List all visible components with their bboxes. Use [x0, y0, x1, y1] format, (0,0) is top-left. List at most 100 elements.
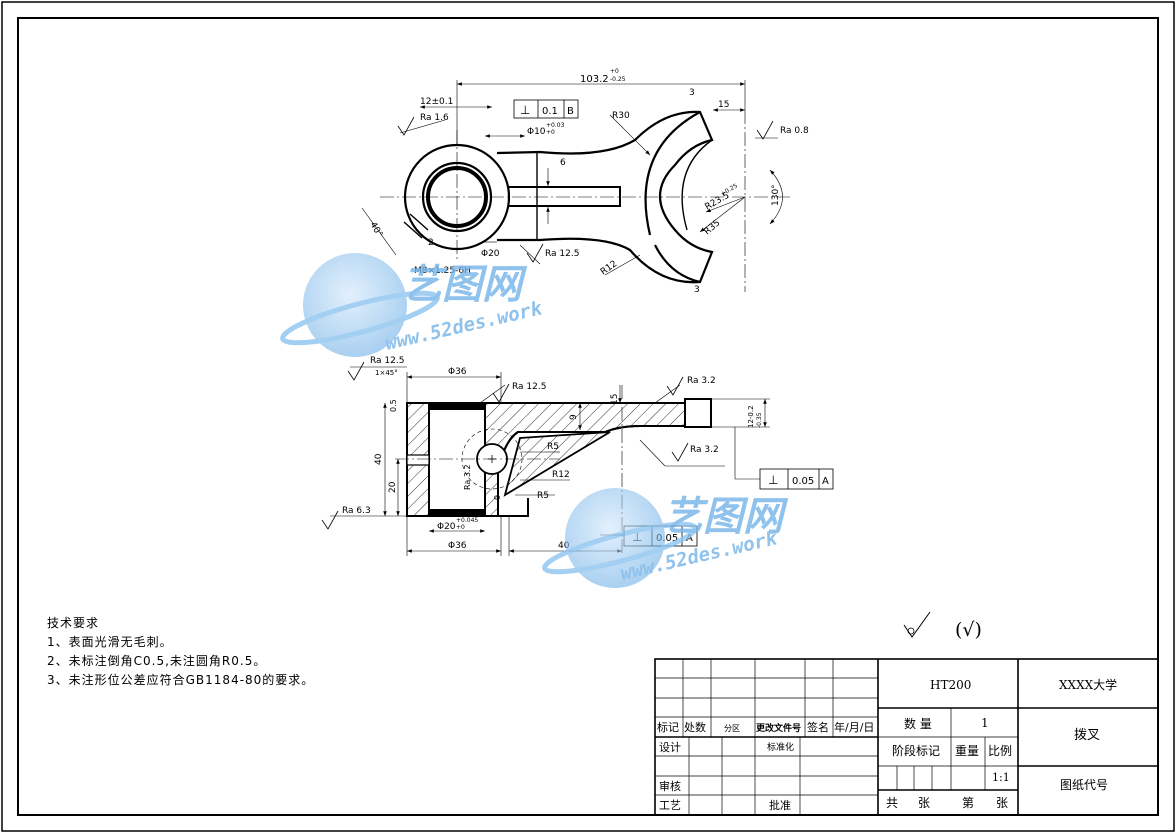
ra-08-label: Ra 0.8 [780, 126, 809, 136]
dim-40-section: 40 [374, 453, 384, 465]
width-12-dim: 12±0.1 [420, 97, 453, 107]
rev-label-zone: 分区 [724, 724, 740, 733]
general-roughness: (√) [903, 611, 982, 641]
total-label: 共 [886, 796, 898, 810]
perp2-value: 0.05 [792, 476, 814, 487]
tech-item-1: 1、表面光滑无毛刺。 [47, 635, 173, 649]
slot-6-dim: 6 [560, 158, 566, 168]
dim-0-small: 0 [493, 495, 502, 500]
overall-length-tol-upper: +0 [610, 68, 619, 75]
hub-bore-outer [421, 161, 493, 233]
phi20-section-tol: +0.045 [456, 517, 478, 524]
ra-32-c-label: Ra 3.2 [463, 464, 472, 490]
technical-requirements: 技术要求 1、表面光滑无毛刺。 2、未标注倒角C0.5,未注圆角R0.5。 3、… [47, 614, 314, 690]
ra-63-label: Ra 6.3 [342, 506, 371, 516]
ra-32-a-label: Ra 3.2 [687, 376, 716, 386]
ra-16-label: Ra 1.6 [420, 113, 449, 123]
scale-label: 比例 [988, 744, 1012, 758]
dim-3-top: 3 [689, 88, 695, 98]
quantity-value: 1 [981, 716, 989, 730]
drawing-code-label: 图纸代号 [1060, 778, 1108, 792]
inner-border [17, 17, 1159, 816]
dim-2: 2 [428, 238, 434, 248]
dim-12-tol-lower: -0.35 [756, 412, 763, 428]
watermark-2: 艺图网 www.52des.work [542, 488, 789, 588]
r5-a-label: R5 [547, 442, 559, 452]
design-label: 设计 [659, 741, 681, 754]
perp2-symbol: ⊥ [768, 473, 778, 487]
rev-label-date: 年/月/日 [834, 720, 874, 734]
perp-datum: B [567, 106, 574, 117]
rev-label-mark: 标记 [657, 720, 679, 734]
section-view-labels: Ra 12.5 1×45° Φ36 Ra 12.5 Ra 3.2 15 9 12… [321, 356, 763, 551]
dim-20-section: 20 [388, 481, 398, 493]
phi36-top-dim: Φ36 [448, 367, 467, 377]
dim-15-section: 15 [610, 394, 620, 405]
r12-section-label: R12 [552, 470, 570, 480]
weight-label: 重量 [955, 744, 979, 758]
phi10-tol-lower: +0 [546, 129, 555, 136]
dim-05-section: 0.5 [389, 399, 398, 412]
process-label: 工艺 [659, 799, 681, 812]
ra-125-b-label: Ra 12.5 [512, 382, 546, 392]
r35-dim: R35 [703, 218, 723, 237]
r12-dim: R12 [599, 259, 619, 277]
watermark-brand-1: 艺图网 [402, 262, 528, 308]
phi10-dim: Φ10 [527, 127, 546, 137]
perpendicularity-frame-a1: ⊥ 0.05 A [759, 468, 834, 490]
perp-symbol: ⊥ [520, 103, 530, 117]
page-label: 第 [962, 796, 974, 810]
overall-length-dim: 103.2 [580, 74, 609, 85]
school-name: XXXX大学 [1059, 677, 1117, 692]
thread-dim: M8×1.25-6H [414, 266, 471, 276]
watermark-1: 艺图网 www.52des.work [280, 253, 546, 357]
rev-label-docno: 更改文件号 [756, 722, 801, 734]
ra-32-b-label: Ra 3.2 [690, 445, 719, 455]
chamfer-label: 1×45° [375, 369, 398, 377]
phi20-dim: Φ20 [481, 249, 500, 259]
ra-125-top-label: Ra 12.5 [545, 249, 579, 259]
hub-bore-inner [426, 166, 488, 228]
perpendicularity-frame-b: ⊥ 0.1 B [513, 99, 579, 119]
title-block-text: 标记 处数 分区 更改文件号 签名 年/月/日 设计 标准化 审核 工艺 批准 … [657, 677, 1117, 812]
phi10-tol-upper: +0.03 [546, 122, 565, 129]
dim-12-tol-section: 12-0.2 [747, 405, 755, 428]
dim-40-bottom: 40 [558, 541, 570, 551]
section-view [330, 366, 770, 556]
title-block [654, 658, 1159, 816]
watermark-brand-2: 艺图网 [663, 494, 789, 540]
stage-label: 阶段标记 [892, 743, 940, 758]
part-name: 拨叉 [1074, 728, 1100, 743]
sheets-label: 张 [918, 796, 930, 810]
perp3-datum: A [686, 533, 693, 544]
dim-9-section: 9 [569, 414, 579, 420]
overall-length-tol-lower: -0.25 [610, 76, 626, 83]
phi20-section-tol-lower: +0 [456, 524, 465, 531]
perp-value: 0.1 [542, 106, 558, 117]
standardize-label: 标准化 [767, 741, 794, 753]
perp3-value: 0.05 [656, 533, 678, 544]
perp2-datum: A [822, 476, 829, 487]
rev-label-count: 处数 [684, 721, 706, 734]
tech-title: 技术要求 [47, 616, 100, 630]
top-view [361, 80, 790, 292]
page-sheets-label: 张 [996, 796, 1008, 810]
phi36-bottom-dim: Φ36 [448, 541, 467, 551]
tech-item-2: 2、未标注倒角C0.5,未注圆角R0.5。 [47, 654, 267, 668]
dim-15-top: 15 [718, 100, 729, 110]
r5-b-label: R5 [537, 491, 549, 501]
angle-130: 130° [771, 184, 781, 206]
tech-item-3: 3、未注形位公差应符合GB1184-80的要求。 [47, 673, 315, 687]
rev-label-sign: 签名 [807, 720, 829, 734]
dim-3-bottom: 3 [694, 285, 700, 295]
approve-label: 批准 [769, 798, 791, 812]
scale-value: 1:1 [992, 771, 1010, 784]
quantity-label: 数 量 [904, 716, 932, 731]
r23-tol-upper: +0.25 [720, 182, 740, 197]
phi20-section-dim: Φ20 [437, 522, 456, 532]
ra-125-a-label: Ra 12.5 [370, 356, 404, 366]
r30-label: R30 [612, 111, 630, 121]
angle-40: 40° [367, 221, 384, 240]
review-label: 审核 [659, 779, 681, 793]
